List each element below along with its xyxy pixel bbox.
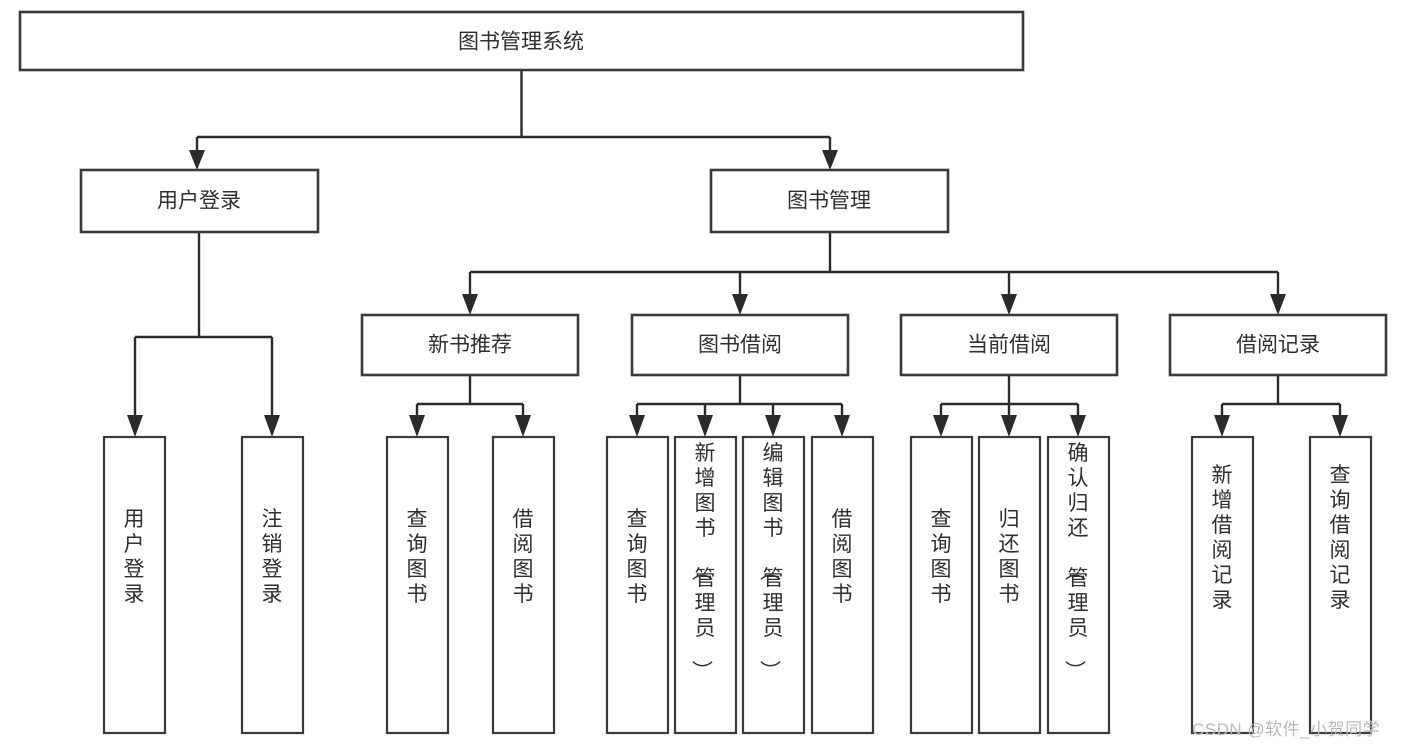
node-current-borrow[interactable]: 当前借阅 (899, 313, 1119, 377)
node-leaf-add-book[interactable]: 新增图书（管理员） (673, 435, 738, 735)
arrowhead-book-borrow (732, 294, 748, 315)
arrowhead-borrow-record (1270, 294, 1286, 315)
node-user-login-label: 用户登录 (157, 190, 241, 213)
arrowhead-leaf-return-book (1001, 415, 1017, 437)
node-leaf-add-book-label: 新增图书（管理员） (690, 442, 716, 681)
node-book-manage[interactable]: 图书管理 (709, 168, 950, 234)
node-leaf-borrow-book-2[interactable]: 借阅图书 (810, 435, 875, 735)
arrowhead-user-login (189, 150, 205, 170)
arrowhead-leaf-query-borrow-record (1332, 415, 1348, 437)
node-book-manage-box[interactable] (709, 168, 950, 234)
node-leaf-query-book-1[interactable]: 查询图书 (385, 435, 450, 735)
watermark-label: CSDN @软件_小贺同学 (1192, 720, 1380, 739)
node-leaf-query-book-2[interactable]: 查询图书 (605, 435, 670, 735)
arrowhead-leaf-query-book-3 (933, 415, 949, 437)
node-leaf-edit-book[interactable]: 编辑图书（管理员） (741, 435, 806, 735)
node-root-box[interactable] (18, 10, 1025, 72)
arrowhead-leaf-add-book (697, 415, 713, 437)
node-leaf-logout-login-label: 注销登录 (262, 508, 283, 606)
node-current-borrow-label: 当前借阅 (967, 334, 1051, 357)
node-leaf-borrow-book-1-box[interactable] (491, 435, 556, 735)
arrowhead-leaf-query-book-1 (409, 415, 425, 437)
node-leaf-return-book-label: 归还图书 (999, 508, 1020, 606)
arrowhead-leaf-confirm-return (1070, 415, 1086, 437)
node-root-label: 图书管理系统 (458, 31, 584, 54)
node-leaf-edit-book-label: 编辑图书（管理员） (758, 442, 784, 681)
arrowhead-leaf-user-login (127, 415, 143, 437)
node-leaf-confirm-return-box[interactable] (1046, 435, 1111, 735)
node-borrow-record-label: 借阅记录 (1236, 334, 1320, 357)
node-leaf-query-book-3[interactable]: 查询图书 (909, 435, 974, 735)
arrowhead-leaf-borrow-book-2 (834, 415, 850, 437)
node-leaf-query-book-3-label: 查询图书 (931, 508, 952, 606)
node-book-manage-label: 图书管理 (787, 190, 871, 213)
node-leaf-add-borrow-record-box[interactable] (1190, 435, 1255, 735)
node-borrow-record-box[interactable] (1168, 313, 1388, 377)
node-leaf-query-borrow-record-label: 查询借阅记录 (1330, 464, 1351, 612)
node-leaf-return-book-box[interactable] (977, 435, 1042, 735)
node-leaf-borrow-book-2-label: 借阅图书 (832, 508, 853, 606)
connector-layer (127, 70, 1348, 437)
node-borrow-record[interactable]: 借阅记录 (1168, 313, 1388, 377)
arrowhead-leaf-borrow-book-1 (515, 415, 531, 437)
arrowhead-current-borrow (1001, 294, 1017, 315)
node-leaf-query-book-1-box[interactable] (385, 435, 450, 735)
node-book-borrow[interactable]: 图书借阅 (630, 313, 850, 377)
node-leaf-borrow-book-1[interactable]: 借阅图书 (491, 435, 556, 735)
arrowhead-leaf-add-borrow-record (1214, 415, 1230, 437)
node-current-borrow-box[interactable] (899, 313, 1119, 377)
node-leaf-query-book-2-box[interactable] (605, 435, 670, 735)
node-leaf-logout-login-box[interactable] (240, 435, 305, 735)
node-leaf-borrow-book-1-label: 借阅图书 (513, 508, 534, 606)
node-leaf-add-borrow-record-label: 新增借阅记录 (1212, 464, 1233, 612)
node-leaf-user-login[interactable]: 用户登录 (102, 435, 167, 735)
node-leaf-user-login-label: 用户登录 (124, 508, 145, 606)
node-leaf-add-borrow-record[interactable]: 新增借阅记录 (1190, 435, 1255, 735)
node-user-login-box[interactable] (79, 168, 320, 234)
node-leaf-add-book-box[interactable] (673, 435, 738, 735)
node-leaf-query-borrow-record-box[interactable] (1308, 435, 1373, 735)
node-leaf-query-book-1-label: 查询图书 (407, 508, 428, 606)
node-new-book-recommend[interactable]: 新书推荐 (360, 313, 580, 377)
node-leaf-edit-book-box[interactable] (741, 435, 806, 735)
node-root[interactable]: 图书管理系统 (18, 10, 1025, 72)
arrowhead-new-book-recommend (462, 294, 478, 315)
arrowhead-leaf-edit-book (765, 415, 781, 437)
arrowhead-book-manage (822, 150, 838, 170)
node-user-login[interactable]: 用户登录 (79, 168, 320, 234)
node-leaf-confirm-return[interactable]: 确认归还（管理员） (1046, 435, 1111, 735)
node-leaf-logout-login[interactable]: 注销登录 (240, 435, 305, 735)
node-book-borrow-box[interactable] (630, 313, 850, 377)
node-leaf-query-borrow-record[interactable]: 查询借阅记录 (1308, 435, 1373, 735)
node-new-book-recommend-label: 新书推荐 (428, 334, 512, 357)
node-leaf-query-book-2-label: 查询图书 (627, 508, 648, 606)
node-leaf-confirm-return-label: 确认归还（管理员） (1063, 442, 1089, 681)
node-new-book-recommend-box[interactable] (360, 313, 580, 377)
arrowhead-leaf-query-book-2 (629, 415, 645, 437)
node-leaf-user-login-box[interactable] (102, 435, 167, 735)
node-leaf-borrow-book-2-box[interactable] (810, 435, 875, 735)
arrowhead-leaf-logout-login (264, 415, 280, 437)
node-leaf-return-book[interactable]: 归还图书 (977, 435, 1042, 735)
node-leaf-query-book-3-box[interactable] (909, 435, 974, 735)
node-book-borrow-label: 图书借阅 (698, 334, 782, 357)
